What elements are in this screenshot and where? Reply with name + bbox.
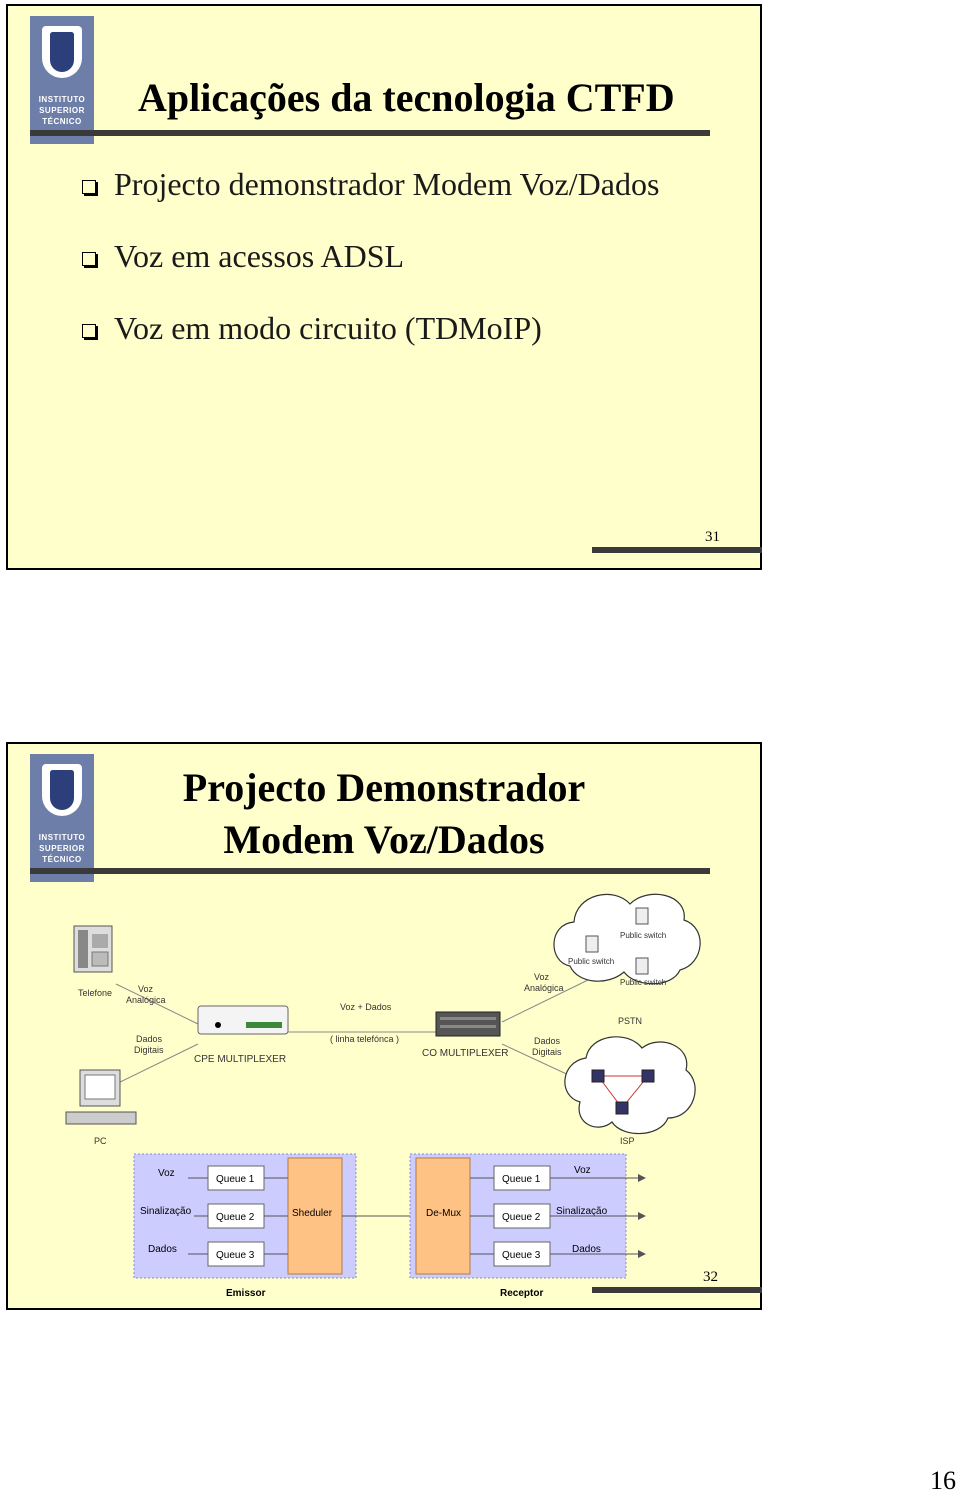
- voz-analogica-right-1: Voz: [534, 972, 550, 982]
- page-number-bar: [592, 1287, 762, 1293]
- isp-label: ISP: [620, 1136, 635, 1146]
- receptor-arrows: [470, 1177, 638, 1255]
- bullet-item: Voz em acessos ADSL: [78, 238, 659, 310]
- demux-label: De-Mux: [426, 1208, 461, 1219]
- linha-label: ( linha telefónca ): [330, 1034, 399, 1044]
- public-switch-3: Public switch: [620, 978, 666, 987]
- ist-logo: INSTITUTO SUPERIOR TÉCNICO: [30, 754, 94, 882]
- receptor-output-voz: Voz: [574, 1165, 591, 1176]
- co-label: CO MULTIPLEXER: [422, 1048, 509, 1059]
- pstn-label: PSTN: [618, 1016, 642, 1026]
- cpe-multiplexer-icon: [197, 1005, 289, 1035]
- receptor-queues: [493, 1165, 551, 1267]
- dados-digitais-right-1: Dados: [534, 1036, 561, 1046]
- checkbox-bullet-icon: [82, 180, 96, 194]
- voz-analogica-right-2: Analógica: [524, 983, 564, 993]
- isp-cloud-icon: [564, 1036, 696, 1135]
- page-number-bar: [592, 547, 762, 553]
- slide-title: Projecto Demonstrador Modem Voz/Dados: [182, 765, 586, 862]
- co-multiplexer-icon: [435, 1011, 501, 1037]
- pstn-cloud-icon: [553, 893, 701, 985]
- dados-digitais-left-2: Digitais: [134, 1045, 164, 1055]
- sheduler-block: [287, 1157, 343, 1275]
- page-number: 32: [703, 1269, 718, 1285]
- emissor-input-sinalizacao: Sinalização: [140, 1206, 192, 1217]
- telephone-icon: [73, 925, 113, 973]
- receptor-label: Receptor: [500, 1288, 543, 1299]
- cpe-label: CPE MULTIPLEXER: [194, 1054, 286, 1065]
- receptor-queue-2: Queue 2: [502, 1212, 541, 1223]
- voz-analogica-left-2: Analógica: [126, 995, 166, 1005]
- receptor-queue-3: Queue 3: [502, 1250, 541, 1261]
- ist-logo: INSTITUTO SUPERIOR TÉCNICO: [30, 16, 94, 144]
- receptor-queue-1: Queue 1: [502, 1174, 541, 1185]
- pc-icon: [65, 1069, 137, 1125]
- logo-text: INSTITUTO SUPERIOR TÉCNICO: [38, 833, 86, 864]
- title-underline: [30, 130, 710, 136]
- network-diagram: Telefone Voz Analógica Dados Digitais CP…: [65, 893, 701, 1299]
- emissor-input-voz: Voz: [158, 1168, 175, 1179]
- telefone-label: Telefone: [78, 988, 112, 998]
- bullet-list: Projecto demonstrador Modem Voz/Dados Vo…: [78, 166, 659, 382]
- pc-label: PC: [94, 1136, 107, 1146]
- slide-title: Aplicações da tecnologia CTFD: [138, 75, 675, 120]
- logo-text: INSTITUTO SUPERIOR TÉCNICO: [38, 95, 86, 126]
- dados-digitais-left-1: Dados: [136, 1034, 163, 1044]
- title-underline: [30, 868, 710, 874]
- dados-digitais-right-2: Digitais: [532, 1047, 562, 1057]
- voz-dados-label: Voz + Dados: [340, 1002, 392, 1012]
- emissor-queue-2: Queue 2: [216, 1212, 255, 1223]
- page-number: 31: [705, 529, 720, 545]
- slide-32: INSTITUTO SUPERIOR TÉCNICO Projecto Demo…: [6, 742, 762, 1310]
- ist-shield-icon: [42, 26, 82, 78]
- bullet-item: Projecto demonstrador Modem Voz/Dados: [78, 166, 659, 238]
- emissor-label: Emissor: [226, 1288, 266, 1299]
- public-switch-1: Public switch: [620, 931, 666, 940]
- emissor-queue-3: Queue 3: [216, 1250, 255, 1261]
- checkbox-bullet-icon: [82, 324, 96, 338]
- output-arrowheads: [638, 1174, 646, 1258]
- receptor-output-dados: Dados: [572, 1244, 601, 1255]
- emissor-arrows: [188, 1177, 410, 1255]
- voz-analogica-left-1: Voz: [138, 984, 154, 994]
- emissor-queue-1: Queue 1: [216, 1174, 255, 1185]
- public-switch-2: Public switch: [568, 957, 614, 966]
- connection-lines: [115, 979, 589, 1085]
- slide-31: INSTITUTO SUPERIOR TÉCNICO Aplicações da…: [6, 4, 762, 570]
- receptor-output-sinalizacao: Sinalização: [556, 1206, 608, 1217]
- bullet-item: Voz em modo circuito (TDMoIP): [78, 310, 659, 382]
- document-page-number: 16: [930, 1466, 956, 1495]
- sheduler-label: Sheduler: [292, 1208, 333, 1219]
- checkbox-bullet-icon: [82, 252, 96, 266]
- emissor-queues: [207, 1165, 265, 1267]
- emissor-input-dados: Dados: [148, 1244, 177, 1255]
- ist-shield-icon: [42, 764, 82, 816]
